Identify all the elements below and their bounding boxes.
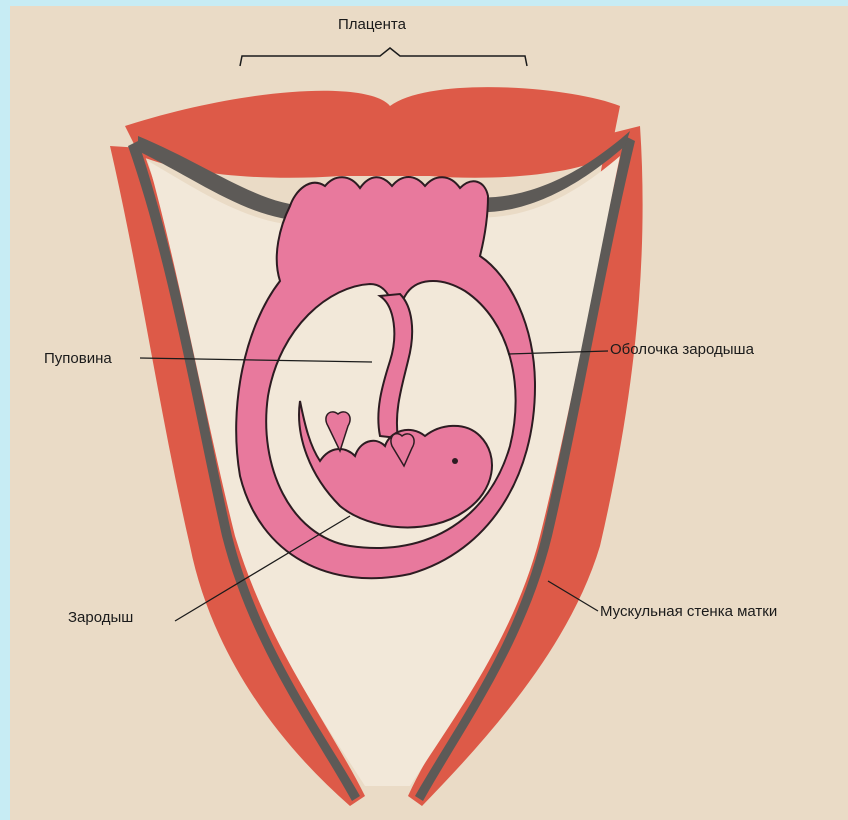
placenta-bracket	[240, 48, 527, 66]
uterus-diagram	[10, 6, 848, 820]
label-fetal-membrane: Оболочка зародыша	[610, 341, 754, 358]
uterine-wall-top	[125, 87, 620, 178]
label-umbilical-cord: Пуповина	[44, 350, 112, 367]
embryo-eye	[452, 458, 458, 464]
label-embryo: Зародыш	[68, 609, 133, 626]
label-uterine-wall: Мускульная стенка матки	[600, 603, 777, 620]
label-placenta: Плацента	[338, 16, 406, 33]
diagram-frame: Плацента Пуповина Оболочка зародыша Заро…	[10, 6, 848, 820]
